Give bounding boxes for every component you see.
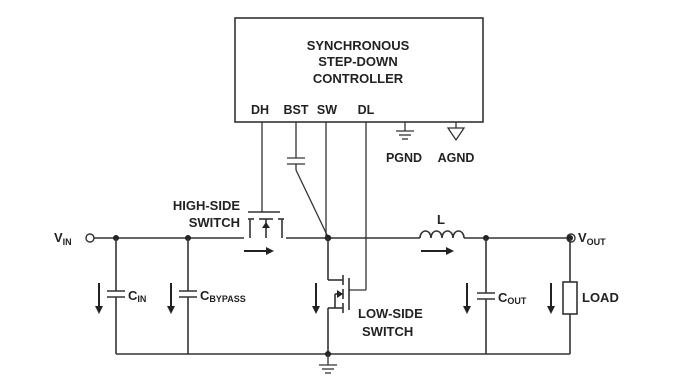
load-label: LOAD [582,290,619,305]
controller-box [234,17,484,123]
low-side-label-line1: LOW-SIDE [358,306,423,321]
controller-title-line3: CONTROLLER [313,71,404,86]
high-side-label-line2: SWITCH [189,215,240,230]
pgnd-label: PGND [386,151,422,165]
ground-icon [319,354,337,374]
pin-dh-label: DH [251,103,269,117]
agnd-ground-icon [446,122,466,142]
controller-pin-wires [261,122,367,291]
controller-title-line2: STEP-DOWN [318,54,397,69]
cin-capacitor-icon [107,238,125,354]
vout-label: VOUT [578,230,606,247]
cbypass-label: CBYPASS [200,288,246,304]
load-resistor-icon [562,238,578,354]
inductor-icon [419,230,465,239]
high-side-label-line1: HIGH-SIDE [173,198,241,213]
pin-dl-label: DL [358,103,375,117]
agnd-label: AGND [438,151,475,165]
high-side-mosfet-icon [248,211,284,238]
vin-label: VIN [54,230,72,247]
cin-label: CIN [128,288,146,304]
cout-capacitor-icon [477,238,495,354]
pgnd-ground-icon [396,122,414,140]
pin-bst-label: BST [284,103,309,117]
vin-terminal [85,233,95,243]
controller-title-line1: SYNCHRONOUS [307,38,410,53]
low-side-mosfet-icon [327,238,350,354]
low-side-label-line2: SWITCH [362,324,413,339]
pin-sw-label: SW [317,103,337,117]
cout-label: COUT [498,290,527,306]
inductor-label: L [437,212,445,227]
cbypass-capacitor-icon [179,238,197,354]
